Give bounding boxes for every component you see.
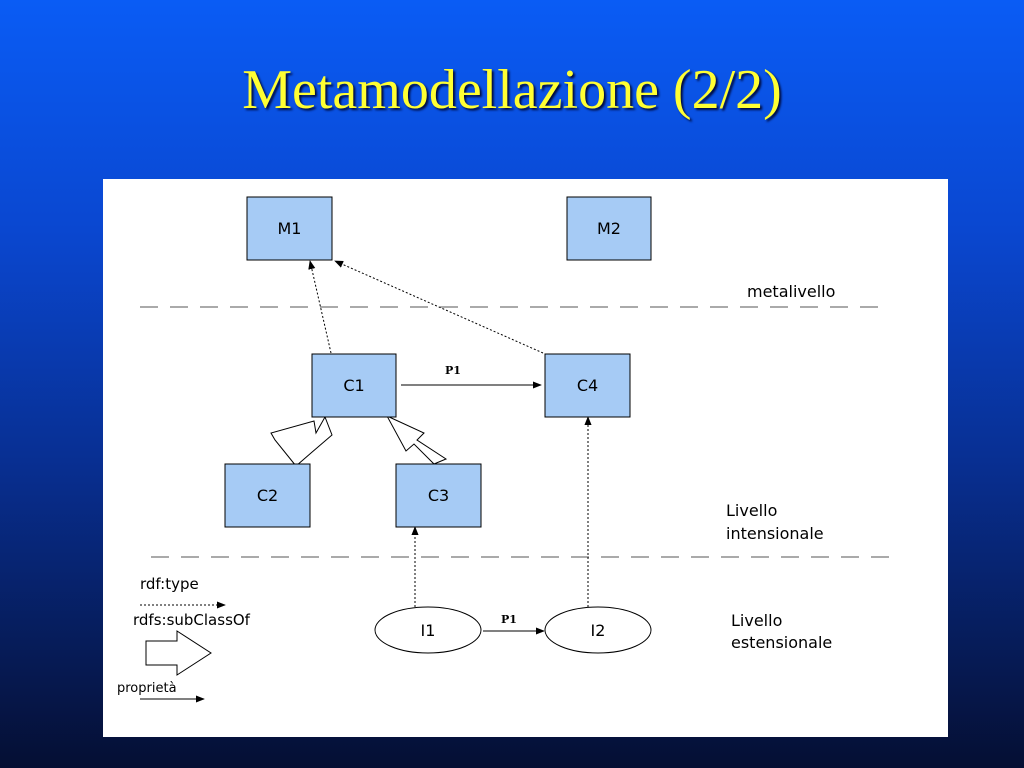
edge-c4-m1-type [334, 260, 544, 354]
node-c4-label: C4 [577, 376, 598, 395]
node-c2-label: C2 [257, 486, 278, 505]
node-m2-label: M2 [597, 219, 621, 238]
node-m2[interactable]: M2 [566, 196, 652, 261]
diagram-panel: P1 P1 M1 M2 C1 C4 C2 C3 [103, 179, 948, 737]
intensional-label-line2: intensionale [726, 524, 824, 543]
slide-title: Metamodellazione (2/2) [242, 59, 782, 121]
metamodel-diagram: P1 P1 M1 M2 C1 C4 C2 C3 [117, 196, 896, 703]
metalevel-label: metalivello [747, 282, 835, 301]
edge-c2-c1-subclass [270, 415, 333, 467]
node-c3[interactable]: C3 [395, 463, 482, 528]
node-c4[interactable]: C4 [544, 353, 631, 418]
extensional-label-line1: Livello [731, 611, 782, 630]
node-i1-label: I1 [421, 621, 436, 640]
legend-type-label: rdf:type [140, 575, 199, 593]
node-m1-label: M1 [278, 219, 302, 238]
legend-subclass-label: rdfs:subClassOf [133, 611, 251, 629]
node-i2[interactable]: I2 [544, 606, 652, 654]
intensional-label-line1: Livello [726, 501, 777, 520]
edge-i1-i2-label: P1 [501, 613, 517, 626]
node-c2[interactable]: C2 [224, 463, 311, 528]
edge-c1-c4-label: P1 [445, 364, 461, 377]
node-c1-label: C1 [343, 376, 364, 395]
legend-subclass-arrow [145, 630, 212, 676]
node-m1[interactable]: M1 [246, 196, 333, 261]
edge-c3-c1-subclass [385, 414, 448, 465]
node-i1[interactable]: I1 [374, 606, 482, 654]
legend-property-label: proprietà [117, 681, 177, 696]
extensional-label-line2: estensionale [731, 633, 832, 652]
node-i2-label: I2 [591, 621, 606, 640]
node-c1[interactable]: C1 [311, 353, 397, 418]
node-c3-label: C3 [428, 486, 449, 505]
